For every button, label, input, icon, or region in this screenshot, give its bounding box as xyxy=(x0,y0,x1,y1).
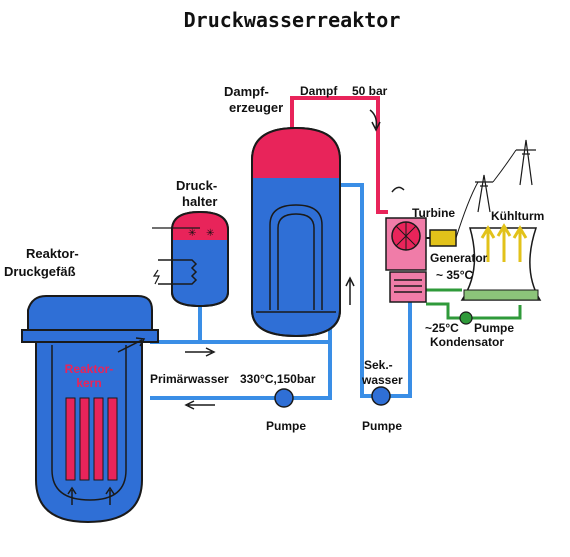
reactor-flange xyxy=(21,329,159,343)
power-line xyxy=(455,149,517,239)
primary-values-label: 330°C,150bar xyxy=(240,372,316,386)
reactor-core-label-1: Reaktor- xyxy=(65,362,114,376)
generator-body xyxy=(429,229,457,247)
pressurizer: ✳ ✳ xyxy=(152,210,229,308)
reactor-lid xyxy=(27,295,153,331)
cooling-tower-fill xyxy=(463,289,539,301)
reactor-core-label-2: kern xyxy=(76,376,101,390)
steam-generator xyxy=(251,126,341,338)
secondary-water-label-1: Sek.- xyxy=(364,358,393,372)
pressurizer-outline xyxy=(171,210,229,308)
turbine-label: Turbine xyxy=(412,206,455,220)
cooling-pump-label: Pumpe xyxy=(474,321,514,335)
condenser-label: Kondensator xyxy=(430,335,504,349)
primary-water-label: Primärwasser xyxy=(150,372,229,386)
arrow-up-icon xyxy=(345,276,355,305)
turbine-blade-icon xyxy=(395,222,417,250)
temperature-35-label: ~ 35°C xyxy=(436,268,473,282)
pumps xyxy=(274,311,473,408)
vapor-arrow xyxy=(496,223,512,262)
core-barrel xyxy=(51,345,127,501)
feedwater-return xyxy=(340,183,412,398)
flow-arrows xyxy=(117,109,381,410)
labels: Dampf- erzeuger Druck- halter Reaktor- D… xyxy=(4,84,544,433)
cooling-water-loop xyxy=(426,288,522,320)
steam-generator-steam xyxy=(252,128,340,178)
generator-label: Generator xyxy=(430,251,488,265)
fuel-rod xyxy=(79,397,90,481)
cooling-pump-icon xyxy=(459,311,473,325)
steam-generator-outline xyxy=(251,126,341,338)
cooling-tower xyxy=(455,139,542,301)
arrow-right-icon xyxy=(185,347,216,357)
u-tube-bundle xyxy=(277,213,315,310)
temperature-25-label: ~25°C xyxy=(425,321,459,335)
steam-pressure-label: 50 bar xyxy=(352,84,388,98)
primary-pump-icon xyxy=(274,388,294,408)
steam-generator-label-2: erzeuger xyxy=(229,100,283,115)
fuel-rod xyxy=(65,397,76,481)
pressurizer-label-1: Druck- xyxy=(176,178,217,193)
secondary-water-label-2: wasser xyxy=(361,373,403,387)
steam-arrow xyxy=(391,186,405,193)
fuel-rod xyxy=(93,397,104,481)
reactor-label-1: Reaktor- xyxy=(26,246,79,261)
secondary-pump-label: Pumpe xyxy=(362,419,402,433)
primary-pump-label: Pumpe xyxy=(266,419,306,433)
pylon-icon xyxy=(475,174,493,213)
heater-coil-icon xyxy=(158,259,198,285)
pressurizer-steam xyxy=(172,212,228,240)
steam-line xyxy=(290,96,388,214)
vapor-arrow xyxy=(512,225,528,262)
electric-symbol-icon xyxy=(152,269,160,285)
spray-icon: ✳ xyxy=(206,228,214,239)
fuel-rod xyxy=(107,397,118,481)
primary-cold-leg xyxy=(150,325,332,400)
arrow-left-icon xyxy=(184,400,215,410)
turbine-hall xyxy=(385,186,457,303)
diagram-title: Druckwasserreaktor xyxy=(184,8,401,32)
reactor-flow-arrow xyxy=(105,486,115,505)
secondary-pump-icon xyxy=(371,386,391,406)
steam-label: Dampf xyxy=(300,84,338,98)
cooling-tower-label: Kühlturm xyxy=(491,209,544,223)
arrow-inlet-icon xyxy=(117,337,146,353)
steam-generator-label-1: Dampf- xyxy=(224,84,269,99)
reactor-label-2: Druckgefäß xyxy=(4,264,76,279)
pipes xyxy=(150,96,522,400)
condenser-coil-icon xyxy=(394,279,422,293)
condenser-body xyxy=(389,271,427,303)
reactor-flow-arrow xyxy=(67,486,77,505)
reactor-vessel: Reaktor- kern xyxy=(21,295,159,524)
pressurizer-label-2: halter xyxy=(182,194,217,209)
arrow-down-icon xyxy=(369,109,381,132)
u-tube-bundle xyxy=(269,204,323,310)
vapor-arrow xyxy=(480,225,496,262)
spray-icon: ✳ xyxy=(188,228,196,239)
pylon-icon xyxy=(516,139,536,186)
